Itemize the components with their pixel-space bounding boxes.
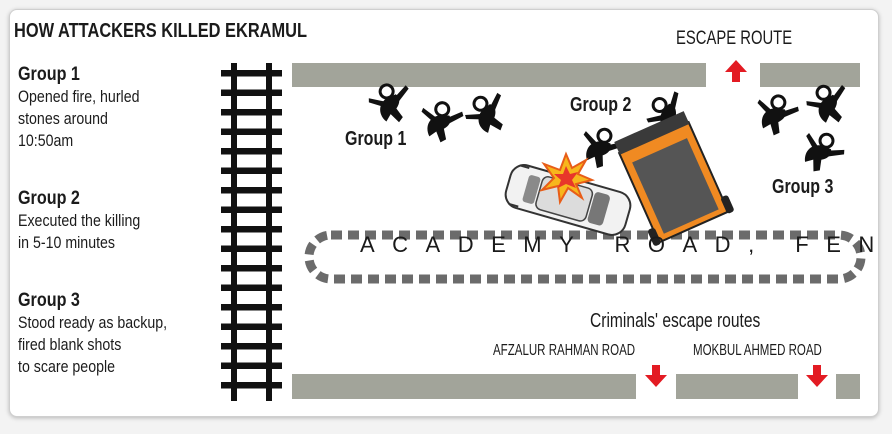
railway-sleeper (221, 304, 282, 311)
railway-sleeper (221, 382, 282, 389)
railway-sleeper (221, 128, 282, 135)
railway-sleeper (221, 70, 282, 77)
railway-sleeper (221, 109, 282, 116)
group-1-name: Group 1 (18, 64, 80, 85)
railway-sleeper (221, 206, 282, 213)
arrow-down-icon (645, 365, 667, 387)
railway-sleeper (221, 362, 282, 369)
group-2-legend: Group 2 Executed the killing in 5-10 min… (18, 188, 228, 254)
railway-sleeper (221, 187, 282, 194)
explosion-icon (538, 151, 596, 206)
mokbul-ahmed-road-label: MOKBUL AHMED ROAD (693, 342, 822, 359)
bottom-road-band-1 (292, 374, 636, 399)
group-3-name: Group 3 (18, 290, 80, 311)
truck-icon (614, 111, 734, 246)
arrow-down-icon (806, 365, 828, 387)
escape-route-label: ESCAPE ROUTE (676, 28, 793, 49)
infographic-title: HOW ATTACKERS KILLED EKRAMUL (14, 20, 308, 42)
group-2-name: Group 2 (18, 188, 80, 209)
group-1-legend: Group 1 Opened fire, hurled stones aroun… (18, 64, 228, 152)
railway-sleeper (221, 89, 282, 96)
map-group-3-label: Group 3 (772, 176, 834, 198)
group-2-description: Executed the killing in 5-10 minutes (18, 212, 141, 252)
railway-sleeper (221, 245, 282, 252)
academy-road-strip (304, 230, 866, 284)
railway-sleeper (221, 167, 282, 174)
map-group-1-label: Group 1 (345, 128, 407, 150)
arrow-up-icon (725, 60, 747, 82)
group-1-description: Opened fire, hurled stones around 10:50a… (18, 88, 140, 150)
railway-sleeper (221, 284, 282, 291)
railway-sleeper (221, 148, 282, 155)
criminals-escape-routes-label: Criminals' escape routes (590, 310, 761, 332)
attacker-figure-icon (458, 85, 518, 144)
top-road-band-left (292, 63, 706, 87)
railway-sleeper (221, 265, 282, 272)
group-3-description: Stood ready as backup, fired blank shots… (18, 314, 168, 376)
afzalur-rahman-road-label: AFZALUR RAHMAN ROAD (493, 342, 636, 359)
bottom-road-band-2 (676, 374, 798, 399)
railway-sleeper (221, 323, 282, 330)
top-road-band-right (760, 63, 860, 87)
railway-sleeper (221, 226, 282, 233)
railway-sleeper (221, 343, 282, 350)
attacker-figure-icon (415, 97, 467, 148)
bottom-road-band-3 (836, 374, 860, 399)
railway-track-icon (221, 63, 282, 401)
group-3-legend: Group 3 Stood ready as backup, fired bla… (18, 290, 228, 378)
map-group-2-label: Group 2 (570, 94, 632, 116)
attacker-figure-icon (749, 89, 803, 142)
attacker-figure-icon (791, 123, 851, 182)
academy-road-name: ACADEMY ROAD, FENI (360, 232, 892, 257)
